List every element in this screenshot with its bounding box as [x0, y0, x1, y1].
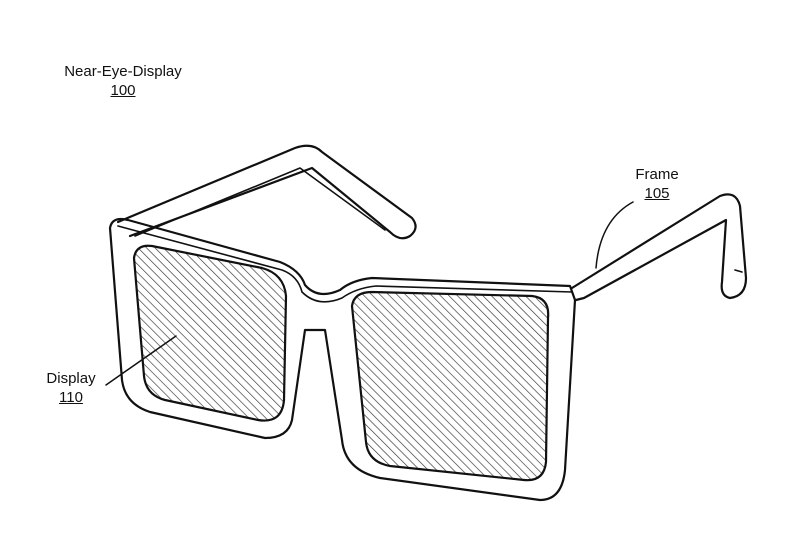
label-title: Near-Eye-Display [64, 63, 182, 80]
frame-leader-line [595, 201, 634, 269]
right-temple [570, 193, 748, 302]
reference-number: 110 [59, 389, 83, 406]
front-frame [108, 217, 577, 502]
left-lens [132, 244, 288, 422]
reference-number: 100 [110, 82, 136, 99]
left-temple [116, 144, 417, 240]
label-title: Frame [635, 166, 679, 183]
frame-label: Frame 105 [627, 165, 687, 203]
near-eye-display-label: Near-Eye-Display 100 [62, 62, 184, 100]
right-lens [350, 290, 550, 482]
display-leader-line [105, 335, 177, 386]
label-title: Display [46, 370, 96, 387]
reference-number: 105 [644, 185, 670, 202]
display-label: Display 110 [38, 369, 104, 407]
